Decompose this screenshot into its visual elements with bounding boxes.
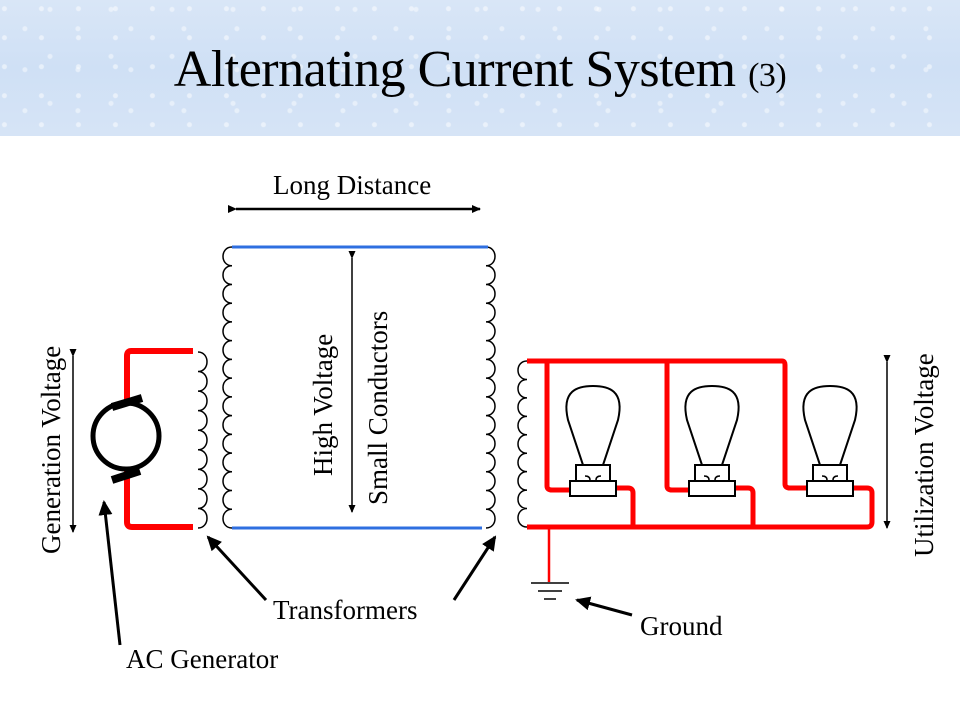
high-voltage-label: High Voltage [308,333,338,476]
title-number: (3) [748,57,787,94]
lamp-icon [684,384,740,497]
ground-label: Ground [640,611,723,641]
utilization-voltage-label: Utilization Voltage [909,353,939,557]
lamp-icon [802,384,858,497]
step-down-secondary-coil-icon [517,360,528,528]
transformer-right-pointer [452,535,497,601]
generator-side-coil-icon [197,351,208,529]
title-main: Alternating Current System [173,41,736,98]
load-circuit [527,358,875,530]
slide-title: Alternating Current System (3) [0,40,960,106]
step-down-primary-coil-icon [485,246,496,529]
ground-pointer [575,596,633,617]
generation-voltage-label: Generation Voltage [36,345,66,554]
ac-generator-label: AC Generator [126,644,279,674]
transformer-left-pointer [206,535,268,602]
small-conductors-label: Small Conductors [363,310,393,505]
ac-generator-icon [90,394,162,484]
lamp-icon [565,384,621,497]
title-band: Alternating Current System (3) [0,0,960,136]
ground-icon [531,582,569,600]
ac-generator-pointer [98,500,122,646]
step-up-coil-icon [222,246,233,529]
generator-wire [124,348,193,530]
transformers-label: Transformers [273,595,418,625]
long-distance-label: Long Distance [273,170,432,200]
